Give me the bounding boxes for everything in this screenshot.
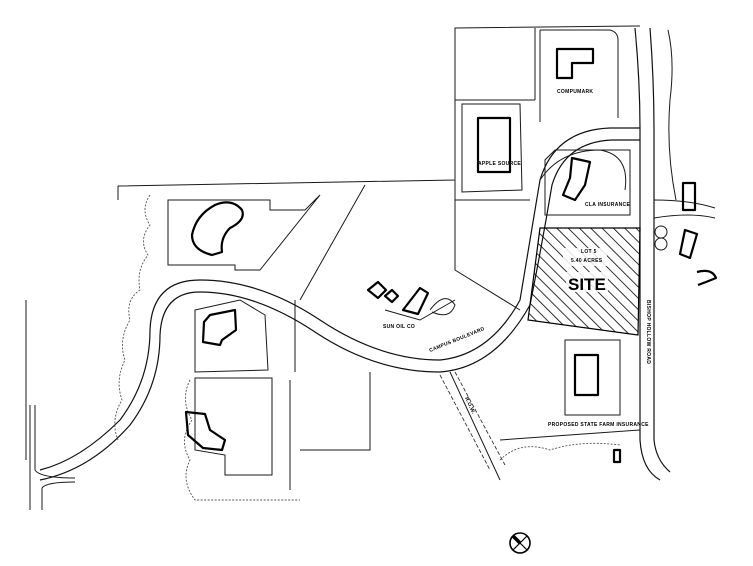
sun-oil-label: SUN OIL CO — [383, 324, 415, 330]
building-apartments-north — [167, 194, 321, 271]
north-arrow-icon — [509, 532, 531, 554]
building-compumark: COMPUMARK — [555, 47, 595, 95]
small-structure — [612, 448, 622, 464]
tree-line-south — [499, 442, 621, 461]
compumark-label: COMPUMARK — [557, 89, 593, 95]
building-applesource: APPLE SOURCE — [461, 103, 523, 193]
building-apartments-middle — [194, 299, 269, 373]
building-cla-insurance: CLA INSURANCE — [544, 149, 631, 216]
site-lot-label: LOT 5 — [581, 249, 597, 255]
tree-line-left — [114, 194, 151, 441]
southwest-intersection — [29, 405, 76, 510]
applesource-label: APPLE SOURCE — [478, 161, 521, 167]
building-state-farm: PROPOSED STATE FARM INSURANCE — [548, 339, 649, 428]
site-parcel: LOT 5 5.40 ACRES SITE — [527, 227, 641, 336]
state-farm-label: PROPOSED STATE FARM INSURANCE — [548, 422, 649, 428]
tree-line-bottom — [184, 379, 300, 501]
building-apartments-south — [184, 377, 273, 476]
cla-insurance-label: CLA INSURANCE — [585, 202, 630, 208]
building-sun-oil: SUN OIL CO — [366, 280, 456, 330]
bishop-hollow-road: BISHOP HOLLOW ROAD — [634, 27, 716, 481]
houses-east — [654, 181, 718, 287]
site-acres-label: 5.40 ACRES — [571, 258, 603, 264]
campus-boulevard-label: CAMPUS BOULEVARD — [429, 326, 486, 354]
site-label: SITE — [568, 275, 606, 294]
property-boundaries — [25, 25, 641, 490]
bishop-hollow-road-label: BISHOP HOLLOW ROAD — [645, 300, 651, 364]
